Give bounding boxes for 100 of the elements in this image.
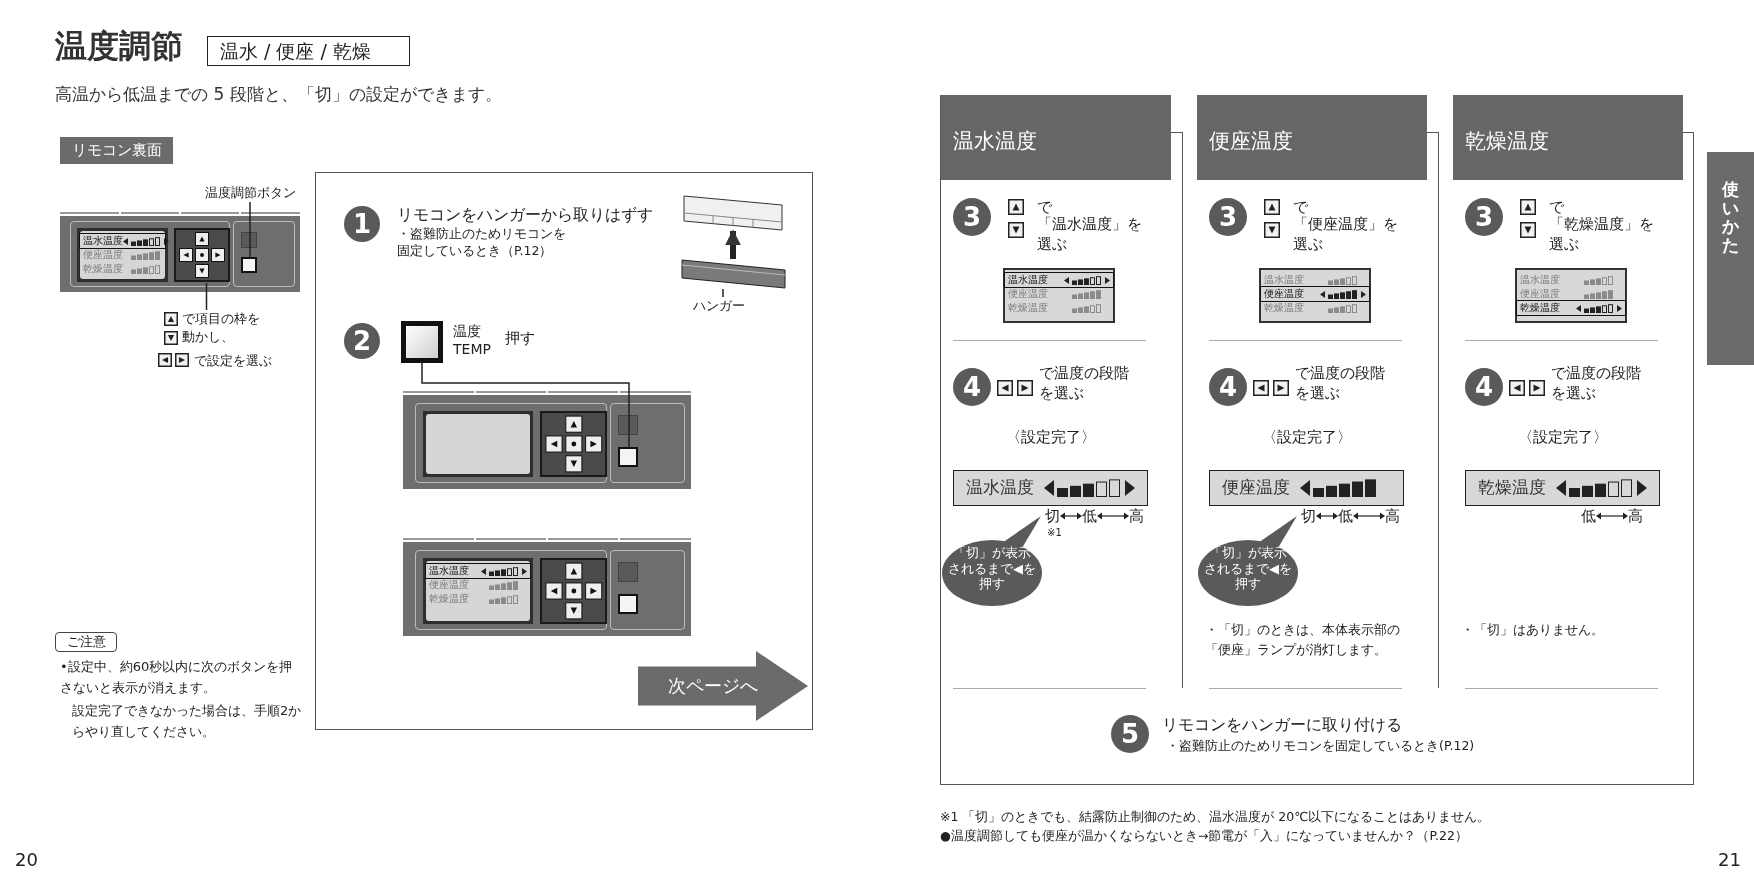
scale-label: 切 bbox=[1301, 506, 1316, 526]
step-text: リモコンをハンガーに取り付ける bbox=[1162, 714, 1402, 736]
step-number: 1 bbox=[344, 206, 380, 242]
arrow bbox=[725, 229, 741, 259]
lcd-menu-item: 温水温度 bbox=[1264, 275, 1304, 285]
step-text: で bbox=[1293, 197, 1308, 216]
subtitle: 高温から低温までの 5 段階と、「切」の設定ができます。 bbox=[55, 83, 502, 106]
step-number: 3 bbox=[953, 198, 991, 236]
lcd-menu-item: 温水温度 bbox=[1008, 275, 1048, 285]
step-number: 3 bbox=[1465, 198, 1503, 236]
column-header: 乾燥温度 bbox=[1453, 95, 1683, 180]
hanger-drawing bbox=[681, 259, 786, 289]
lcd-menu-item: 便座温度 bbox=[1520, 289, 1560, 299]
notice-heading: ご注意 bbox=[55, 632, 117, 652]
instruction-panel bbox=[940, 95, 1694, 785]
lcd-menu-item: 温水温度 bbox=[82, 236, 123, 247]
side-tab bbox=[1707, 152, 1754, 365]
callout-label: ハンガー bbox=[693, 297, 753, 316]
temp-button bbox=[618, 447, 638, 467]
note-text: ・「切」のときは、本体表示部の「便座」ランプが消灯します。 bbox=[1205, 621, 1401, 659]
remote-control-drawing bbox=[403, 536, 691, 636]
display-panel bbox=[953, 470, 1148, 506]
page-number: 20 bbox=[15, 848, 38, 872]
step-text: 「乾燥温度」を選ぶ bbox=[1549, 215, 1655, 254]
footnote: ●温度調節しても便座が温かくならないとき→節電が「入」になっていませんか？（P.22） bbox=[940, 827, 1468, 845]
temp-button bbox=[401, 321, 443, 363]
lcd-menu-item: 乾燥温度 bbox=[429, 594, 470, 604]
callout-label: で項目の枠を動かし、 bbox=[182, 310, 264, 347]
display-panel bbox=[1209, 470, 1404, 506]
display-panel bbox=[1465, 470, 1660, 506]
lcd-menu-item: 乾燥温度 bbox=[1008, 303, 1048, 313]
scale-label: 高 bbox=[1385, 506, 1400, 526]
lcd-menu-item: 乾燥温度 bbox=[1264, 303, 1304, 313]
step-note: ・盗難防止のためリモコンを固定しているとき(P.12) bbox=[1166, 737, 1475, 755]
notice-text: 設定完了できなかった場合は、手順2からやり直してください。 bbox=[72, 702, 303, 742]
lcd-menu-item: 便座温度 bbox=[1008, 289, 1048, 299]
leader-line bbox=[249, 201, 251, 259]
remote-control-drawing bbox=[403, 389, 691, 489]
category-tag: 温水 / 便座 / 乾燥 bbox=[207, 36, 410, 66]
step-text: リモコンをハンガーから取りはずす bbox=[397, 204, 653, 226]
temp-button bbox=[241, 257, 257, 273]
remote-control-drawing bbox=[60, 210, 300, 292]
lcd-menu-item: 温水温度 bbox=[429, 566, 470, 576]
step-text: で温度の段階を選ぶ bbox=[1295, 364, 1386, 403]
callout-label: 温度調節ボタン bbox=[205, 184, 303, 203]
section-label: リモコン裏面 bbox=[60, 137, 173, 164]
lcd-menu-item: 便座温度 bbox=[429, 580, 470, 590]
step-number: 5 bbox=[1111, 715, 1149, 753]
status-text: 〈設定完了〉 bbox=[1516, 427, 1609, 448]
scale-label: 低 bbox=[1581, 506, 1596, 526]
scale-label: 切 bbox=[1045, 506, 1060, 526]
footnote: ※1 「切」のときでも、結露防止制御のため、温水温度が 20℃以下になることはありません。 bbox=[940, 808, 1491, 826]
next-page-arrow bbox=[638, 651, 808, 721]
step-text: で温度の段階を選ぶ bbox=[1039, 364, 1130, 403]
scale-label: 低 bbox=[1338, 506, 1353, 526]
lcd-menu-item: 乾燥温度 bbox=[1520, 303, 1560, 313]
lcd-screen bbox=[1259, 268, 1371, 323]
step-number: 4 bbox=[1209, 368, 1247, 406]
step-number: 3 bbox=[1209, 198, 1247, 236]
step-text: で bbox=[1037, 197, 1052, 216]
lcd-screen bbox=[1515, 268, 1627, 323]
step-number: 4 bbox=[953, 368, 991, 406]
step-number: 2 bbox=[344, 323, 380, 359]
scale-label: 高 bbox=[1129, 506, 1144, 526]
keypad bbox=[174, 228, 230, 282]
step-number: 4 bbox=[1465, 368, 1503, 406]
lcd-screen bbox=[1003, 268, 1115, 323]
column-header: 温水温度 bbox=[941, 95, 1171, 180]
instruction-text: で設定を選ぶ bbox=[194, 352, 272, 370]
status-text: 〈設定完了〉 bbox=[1004, 427, 1097, 448]
remote-control-drawing bbox=[683, 195, 783, 231]
leader-line bbox=[205, 282, 208, 311]
scale-label: 高 bbox=[1628, 506, 1643, 526]
footnote-mark: ※1 bbox=[1047, 528, 1062, 538]
display-label: 温水温度 bbox=[966, 476, 1034, 500]
lcd-menu-item: 温水温度 bbox=[1520, 275, 1560, 285]
notice-text: •設定中、約60秒以内に次のボタンを押さないと表示が消えます。 bbox=[60, 658, 294, 698]
status-text: 〈設定完了〉 bbox=[1260, 427, 1353, 448]
note-text: ・「切」はありません。 bbox=[1461, 621, 1605, 639]
lcd-menu-item: 乾燥温度 bbox=[82, 264, 123, 275]
tab-label: 使いかた bbox=[1722, 180, 1739, 255]
step-text: 押す bbox=[505, 328, 535, 349]
leader-line bbox=[722, 288, 724, 298]
lcd-menu-item: 便座温度 bbox=[82, 250, 123, 261]
step-note: ・盗難防止のためリモコンを固定しているとき（P.12） bbox=[397, 226, 567, 260]
step-text: 「温水温度」を選ぶ bbox=[1037, 215, 1143, 254]
step-text: で bbox=[1549, 197, 1564, 216]
lcd-menu-item: 便座温度 bbox=[1264, 289, 1304, 299]
scale-label: 低 bbox=[1082, 506, 1097, 526]
button-caption: 温度 TEMP bbox=[453, 323, 492, 358]
column-header: 便座温度 bbox=[1197, 95, 1427, 180]
display-label: 便座温度 bbox=[1222, 476, 1290, 500]
page-number: 21 bbox=[1718, 848, 1741, 872]
step-text: 「便座温度」を選ぶ bbox=[1293, 215, 1399, 254]
leader-line bbox=[421, 362, 630, 449]
arrow-label: 次ページへ bbox=[668, 674, 758, 698]
instruction-panel bbox=[315, 172, 813, 730]
page-title: 温度調節 bbox=[55, 26, 183, 67]
step-text: で温度の段階を選ぶ bbox=[1551, 364, 1642, 403]
display-label: 乾燥温度 bbox=[1478, 476, 1546, 500]
